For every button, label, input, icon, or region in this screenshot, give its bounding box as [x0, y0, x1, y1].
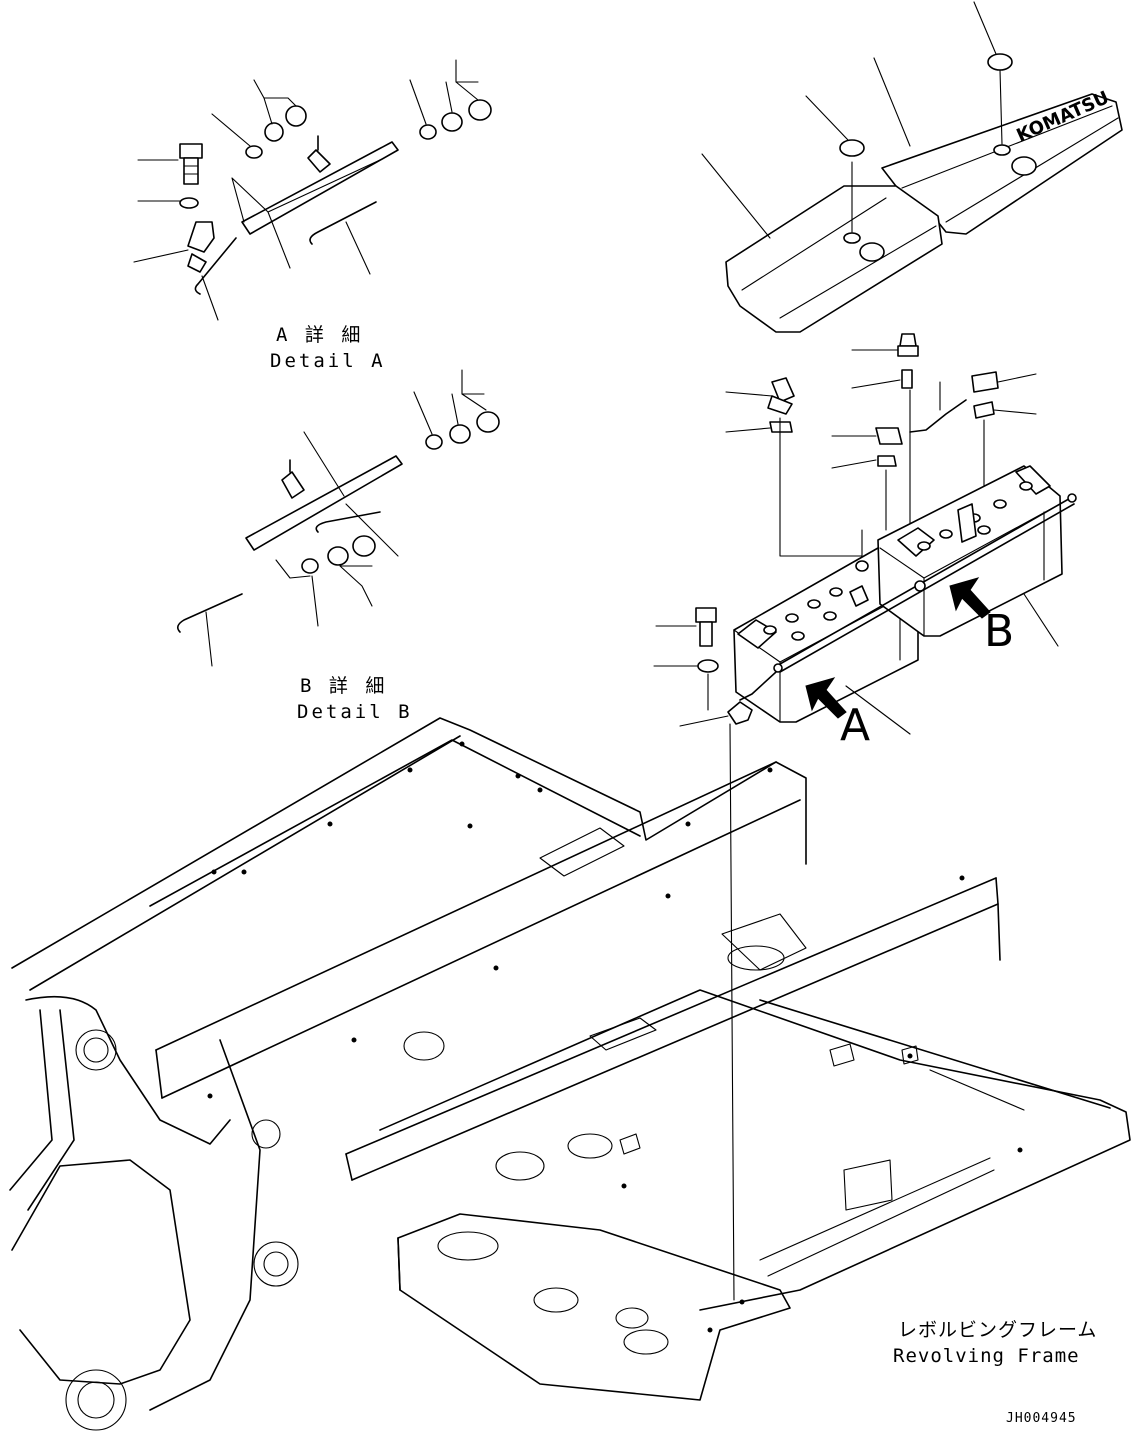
- terminal-cap-1: [899, 333, 917, 347]
- detail-a-washer-3: [419, 124, 437, 140]
- revolving-frame: [9, 717, 1131, 1431]
- battery-left-caps: [763, 587, 843, 641]
- detail-a-nut-2: [285, 105, 307, 127]
- view-arrow-b: [949, 577, 1059, 647]
- front-battery-cover: [725, 185, 943, 333]
- cover-vent-cap: [1011, 156, 1037, 176]
- view-arrow-a: [805, 677, 911, 735]
- cover-cap-front-hole: [843, 232, 861, 244]
- detail-a-washer-2: [245, 145, 263, 159]
- detail-b-title-jp: B 詳 細: [300, 675, 387, 697]
- detail-a-j-bolt: [194, 237, 237, 295]
- terminal-cap-2: [771, 377, 795, 403]
- detail-b-j-bolt: [176, 593, 243, 633]
- detail-a-nut-4: [468, 99, 492, 121]
- main-washer: [697, 659, 719, 673]
- battery-right-handle: [897, 527, 935, 557]
- detail-a-nut-3: [441, 112, 463, 132]
- detail-a-nut-1: [264, 122, 284, 142]
- detail-a-bracket: [187, 221, 215, 273]
- detail-a-washer: [179, 197, 199, 209]
- detail-b-bar: [245, 455, 403, 551]
- battery-cover-assembly: KOMATSU: [701, 1, 1123, 333]
- battery-cables: [725, 333, 1037, 557]
- detail-a-bolt: [179, 143, 203, 185]
- view-letter-a: A: [840, 700, 870, 751]
- cover-cap-front: [839, 139, 865, 157]
- terminal-clamp-3: [973, 401, 995, 419]
- detail-a-hook-rod: [309, 201, 377, 245]
- detail-b-nut-4: [476, 411, 500, 433]
- detail-a-group: A 詳 細 Detail A: [133, 59, 492, 372]
- main-bracket: [727, 701, 753, 725]
- ground-cable: [909, 399, 967, 433]
- main-bolt-shank: [699, 621, 713, 647]
- terminal-bolt: [901, 369, 913, 389]
- battery-hold-down: [653, 493, 1077, 727]
- terminal-cap-3: [971, 371, 999, 393]
- frame-label-jp: レボルビングフレーム: [898, 1319, 1097, 1341]
- terminal-clamp-1: [769, 421, 793, 433]
- detail-a-leaders: [133, 59, 479, 321]
- detail-b-leaders: [205, 369, 487, 667]
- main-bolt-head: [695, 607, 717, 623]
- detail-b-hook-rod: [315, 511, 381, 533]
- detail-b-nut-2: [352, 535, 376, 557]
- detail-b-washer-1: [301, 558, 319, 574]
- detail-b-group: B 詳 細 Detail B: [176, 369, 500, 723]
- detail-b-nut-3: [449, 424, 471, 444]
- frame-label-en: Revolving Frame: [893, 1345, 1080, 1367]
- cable-leaders: [725, 349, 1037, 557]
- cover-cap-hole: [993, 144, 1011, 156]
- detail-a-bar-tab: [307, 149, 331, 173]
- detail-a-title-en: Detail A: [270, 350, 386, 372]
- terminal-connector: [875, 427, 903, 445]
- detail-b-bar-tab: [281, 471, 305, 499]
- frame-rivets: [207, 741, 1023, 1333]
- mount-leader: [729, 723, 735, 1301]
- view-letter-b: B: [984, 606, 1014, 657]
- detail-b-nut-1: [327, 546, 349, 566]
- cover-cap-top: [987, 53, 1013, 71]
- terminal-clamp-2: [877, 455, 897, 467]
- detail-b-washer-2: [425, 434, 443, 450]
- battery-left: [733, 547, 919, 723]
- detail-b-title-en: Detail B: [297, 701, 413, 723]
- detail-a-title-jp: A 詳 細: [276, 324, 363, 346]
- cover-vent-front: [859, 242, 885, 262]
- drawing-code: JH004945: [1006, 1411, 1077, 1426]
